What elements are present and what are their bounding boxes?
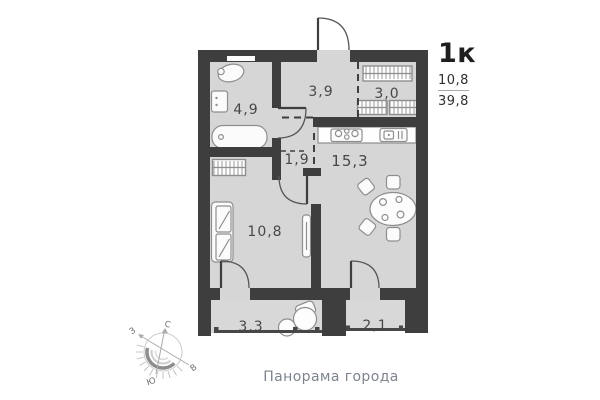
compass-rose: С З В Ю (128, 319, 199, 388)
sun-rays (136, 344, 183, 379)
compass-needles (139, 330, 190, 375)
zone-dashed-lines (281, 62, 359, 170)
compass-south-label: Ю (145, 376, 157, 388)
sofa-icon (210, 201, 234, 263)
kitchen-counter (317, 126, 417, 144)
bedroom-wardrobe-icon (211, 158, 247, 177)
room-label-balcony-right: 2,1 (362, 318, 387, 334)
unit-living-area: 10,8 (438, 73, 469, 91)
stove-icon (330, 128, 363, 143)
room-label-balcony-left: 3,3 (238, 319, 263, 335)
unit-info: 1к 10,8 39,8 (438, 40, 476, 109)
view-caption: Панорама города (263, 369, 399, 385)
room-label-wardrobe: 3,0 (374, 86, 399, 102)
closet-rack-icons (356, 65, 418, 116)
walls (198, 50, 428, 336)
door-leaves (219, 18, 353, 288)
compass-west-label: З (128, 326, 138, 337)
bathroom-sink-icon (210, 90, 229, 113)
room-label-bathroom: 4,9 (233, 102, 258, 118)
compass-north-label: С (163, 319, 171, 330)
dining-table-icon (357, 174, 417, 242)
sun-arc (145, 347, 176, 370)
kitchen-sink-icon (379, 127, 408, 143)
room-label-hallway: 3,9 (308, 84, 333, 100)
room-labels: 4,9 3,9 3,0 1,9 15,3 10,8 3,3 2,1 (233, 84, 399, 335)
room-label-bedroom: 10,8 (247, 224, 282, 240)
room-label-kitchen-living: 15,3 (331, 152, 368, 170)
toilet-icon (217, 63, 245, 83)
unit-total-area: 39,8 (438, 94, 469, 109)
compass-east-label: В (189, 363, 200, 375)
doors (219, 17, 380, 289)
door-arcs (220, 17, 380, 289)
room-label-corridor: 1,9 (284, 152, 309, 168)
unit-type-label: 1к (438, 38, 477, 69)
radiator-panel-icon (301, 214, 312, 258)
bathtub-icon (211, 124, 268, 150)
balcony-glazing (214, 325, 405, 333)
